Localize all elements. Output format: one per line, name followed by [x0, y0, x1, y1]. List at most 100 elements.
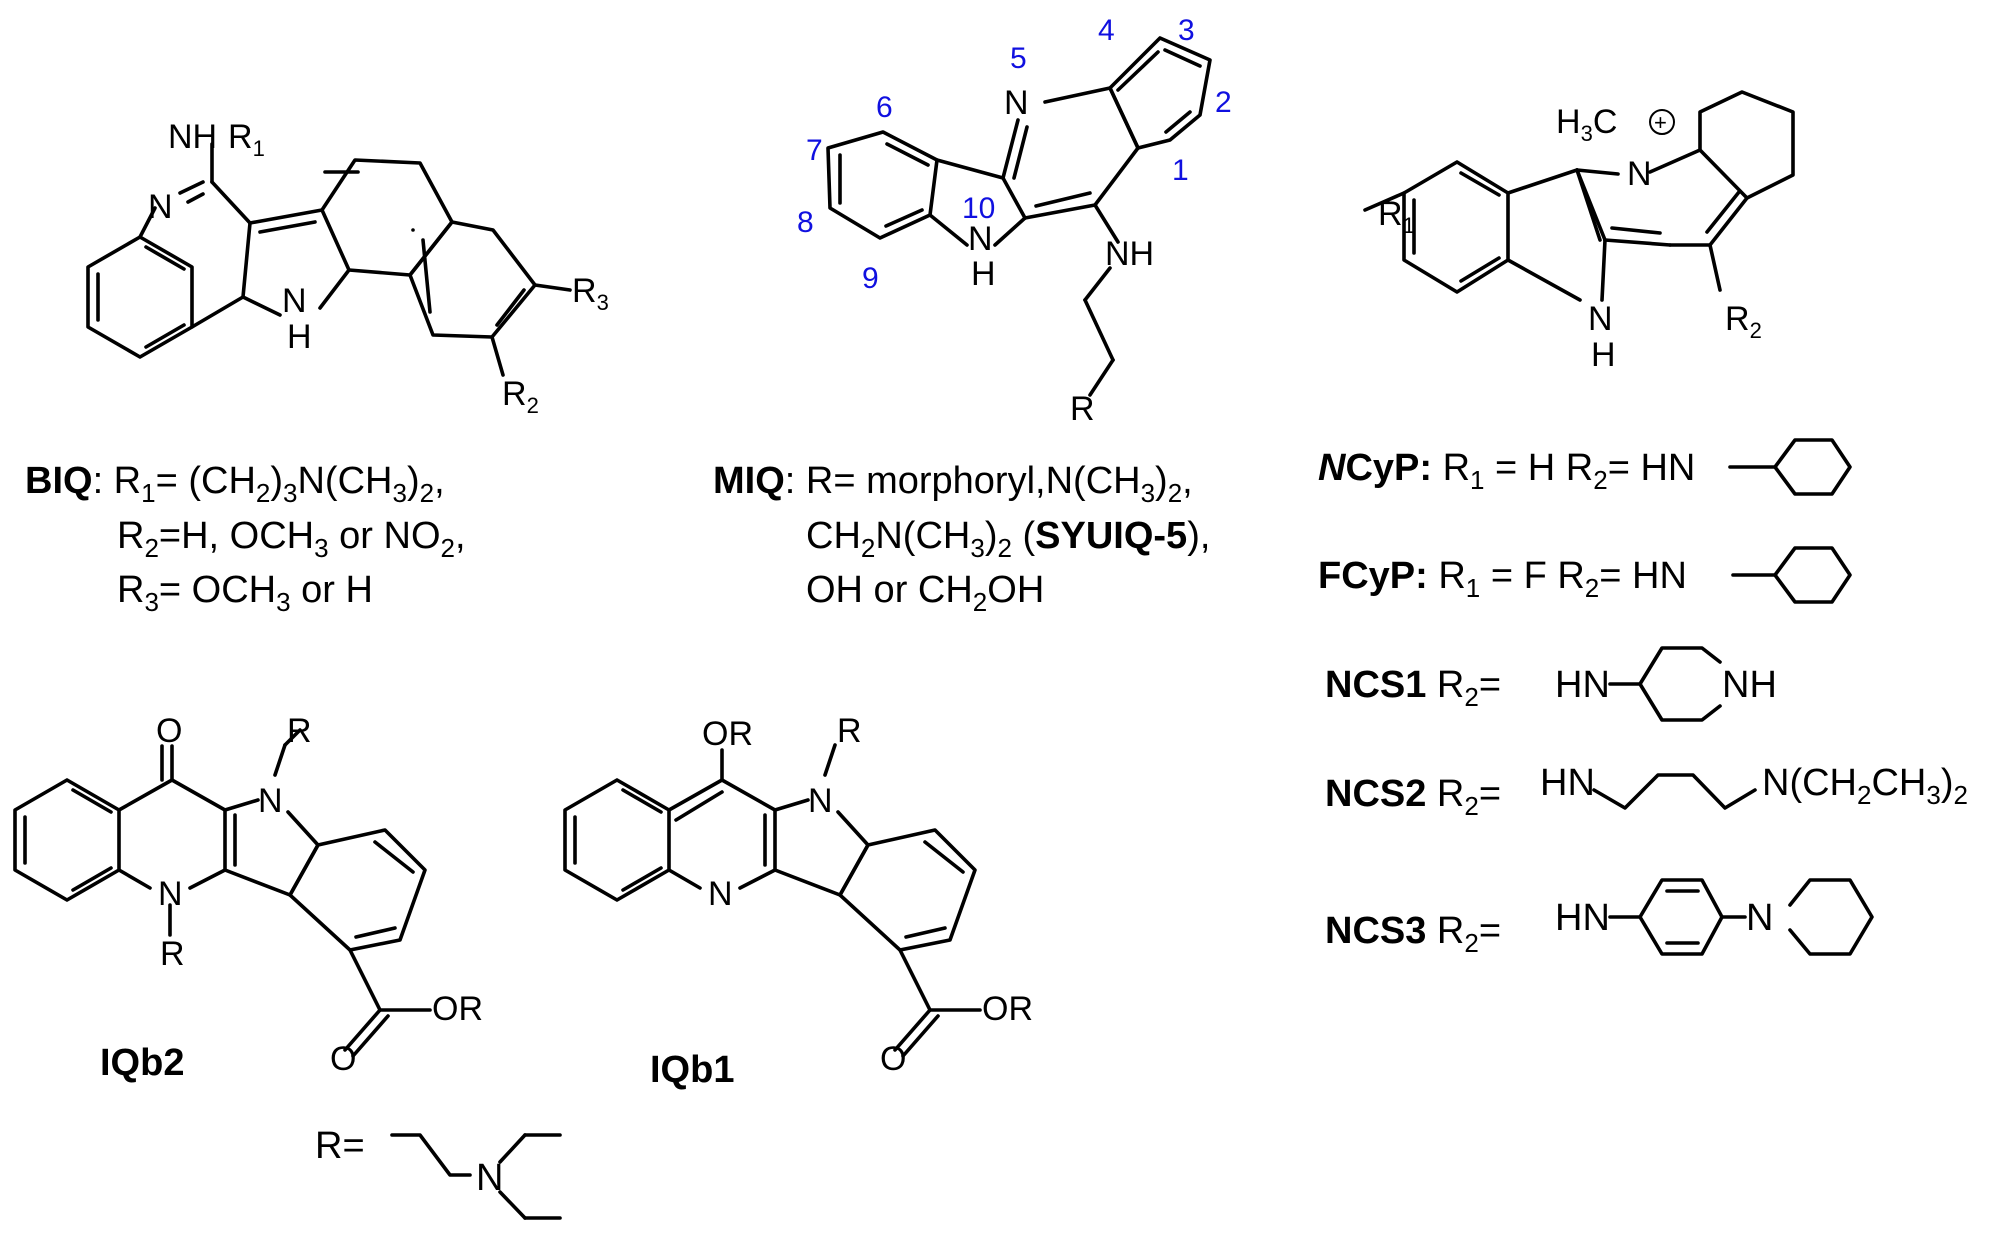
ncyp-name-italic: N — [1318, 447, 1347, 489]
iqb1-ring-n-label: N — [708, 875, 733, 913]
miq-cap2-b: N(CH — [875, 515, 970, 557]
ncyp-r2-sub: 2 — [1593, 465, 1607, 495]
miq-cap1-c: , — [1182, 460, 1193, 502]
r-definition-label: R= — [315, 1125, 365, 1167]
miq-cap2-s1: 2 — [861, 533, 875, 563]
biq-cap1-b: = (CH — [156, 460, 256, 502]
iqb2-r-bottom-label: R — [160, 935, 185, 973]
ncs2-tail: N(CH — [1762, 762, 1857, 804]
cyclohexyl-ring-icon — [1731, 546, 1852, 604]
ncs2-r2-sub: 2 — [1464, 791, 1478, 821]
fcyp-mid: = F R — [1480, 555, 1585, 597]
iqb1-ester-o-label: O — [880, 1040, 906, 1078]
iqb2-ester-o-label: O — [330, 1040, 356, 1078]
cryptolepine-r1-label: R — [1378, 195, 1403, 233]
miq-position-10: 10 — [962, 192, 995, 225]
biq-cap3-s2: 3 — [276, 587, 290, 617]
biq-ring-n-label: N — [148, 188, 173, 226]
phenyl-ring-icon — [1608, 878, 1747, 956]
miq-structure: N N H NH R 1 2 3 4 5 6 7 8 9 10 — [797, 14, 1232, 428]
fcyp-r1: R — [1428, 555, 1466, 597]
cryptolepine-plus: + — [1654, 110, 1667, 135]
miq-position-3: 3 — [1178, 14, 1195, 47]
ncs1-name: NCS1 — [1325, 664, 1426, 706]
miq-position-5: 5 — [1010, 42, 1027, 75]
biq-caption: BIQ: R1= (CH2)3N(CH3)2, R2=H, OCH3 or NO… — [25, 460, 466, 617]
svg-text:H3C: H3C — [1556, 103, 1617, 146]
biq-cap2-s3: 2 — [441, 533, 455, 563]
svg-text:R2=H, OCH3 or NO2,: R2=H, OCH3 or NO2, — [117, 515, 466, 563]
biq-cap1-s2: 2 — [256, 478, 270, 508]
biq-r2-label: R — [502, 375, 527, 413]
biq-cap1-s3: 3 — [283, 478, 297, 508]
miq-cap2-d: ( — [1012, 515, 1036, 557]
iqb2-structure: O N R N R O OR IQb2 — [13, 712, 483, 1084]
biq-r3-label: R — [572, 272, 597, 310]
cryptolepine-h3c-c: C — [1593, 103, 1618, 141]
ncs3-r2-sub: 2 — [1464, 928, 1478, 958]
biq-cap1-e: ) — [407, 460, 420, 502]
biq-cap1-a: R — [103, 460, 141, 502]
biq-cap2-a: R — [117, 515, 144, 557]
biq-cap3-c: or H — [291, 569, 373, 611]
biq-structure: NH R1 N N H R3 R2 — [86, 118, 609, 418]
svg-text:FCyP: R1 = F R2= HN: FCyP: R1 = F R2= HN — [1318, 555, 1687, 603]
miq-cap3-b: OH — [987, 569, 1044, 611]
biq-r1-sub: 1 — [253, 136, 265, 161]
svg-text:MIQ: R= morphoryl,N(CH3)2,: MIQ: R= morphoryl,N(CH3)2, — [713, 460, 1193, 508]
biq-cap2-s1: 2 — [144, 533, 158, 563]
biq-sep: : — [93, 460, 104, 502]
ncs2-ts3: 2 — [1953, 780, 1967, 810]
ncs3-n: N — [1746, 897, 1773, 939]
cryptolepine-structure: H3C + N R1 N H R2 — [1363, 90, 1795, 374]
biq-cap2-c: or NO — [329, 515, 441, 557]
cryptolepine-h3c-sub: 3 — [1581, 121, 1593, 146]
biq-cap2-s2: 3 — [314, 533, 328, 563]
ncs2-hn: HN — [1540, 762, 1595, 804]
miq-cap1-s1: 3 — [1141, 478, 1155, 508]
svg-text:NCS2 R2=: NCS2 R2= — [1325, 773, 1501, 821]
ncs1-eq: = — [1479, 664, 1501, 706]
svg-text:R1: R1 — [1378, 195, 1415, 238]
ncs2-ts1: 2 — [1857, 780, 1871, 810]
miq-name: MIQ — [713, 460, 785, 502]
biq-cap2-b: =H, OCH — [159, 515, 314, 557]
ncyp-eq: = HN — [1608, 447, 1696, 489]
svg-text:NCyP: R1 = H R2= HN: NCyP: R1 = H R2= HN — [1318, 447, 1695, 495]
propyl-chain-icon — [1592, 773, 1757, 810]
r-definition-n: N — [476, 1157, 503, 1199]
miq-cap3-s1: 2 — [973, 587, 987, 617]
miq-cap2-s2: 3 — [970, 533, 984, 563]
piperidine-ring-icon — [1788, 878, 1874, 956]
ncyp-name: CyP: — [1345, 447, 1432, 489]
miq-r-label: R — [1070, 390, 1095, 428]
miq-sep: : — [785, 460, 796, 502]
cryptolepine-r2-label: R — [1725, 300, 1750, 338]
svg-text:R2: R2 — [1725, 300, 1762, 343]
cryptolepine-r2-sub: 2 — [1750, 318, 1762, 343]
ncs1-r2: R — [1426, 664, 1464, 706]
cryptolepine-nh-h-label: H — [1591, 336, 1616, 374]
r-definition: R= N — [315, 1125, 562, 1220]
svg-text:NCS3 R2=: NCS3 R2= — [1325, 910, 1501, 958]
biq-cap1-c: ) — [270, 460, 283, 502]
biq-cap1-s5: 2 — [420, 478, 434, 508]
miq-position-2: 2 — [1215, 86, 1232, 119]
iqb1-name: IQb1 — [650, 1049, 734, 1091]
fcyp-eq: = HN — [1599, 555, 1687, 597]
biq-cap1-s4: 3 — [392, 478, 406, 508]
miq-caption: MIQ: R= morphoryl,N(CH3)2, CH2N(CH3)2 (S… — [713, 460, 1210, 617]
iqb2-or-label: OR — [432, 990, 483, 1028]
biq-cap1-f: , — [434, 460, 445, 502]
miq-cap2-a: CH — [806, 515, 861, 557]
svg-text:N(CH2CH3)2: N(CH2CH3)2 — [1762, 762, 1968, 810]
miq-cap2-s3: 2 — [997, 533, 1011, 563]
miq-side-nh-label: NH — [1105, 235, 1154, 273]
iqb1-structure: OR N R N O OR IQb1 — [563, 712, 1033, 1091]
biq-cap1-s1: 1 — [141, 478, 155, 508]
iqb1-or-label: OR — [982, 990, 1033, 1028]
biq-cap3-b: = OCH — [159, 569, 276, 611]
biq-cap1-d: N(CH — [297, 460, 392, 502]
biq-name: BIQ — [25, 460, 93, 502]
ncs3-hn: HN — [1555, 897, 1610, 939]
